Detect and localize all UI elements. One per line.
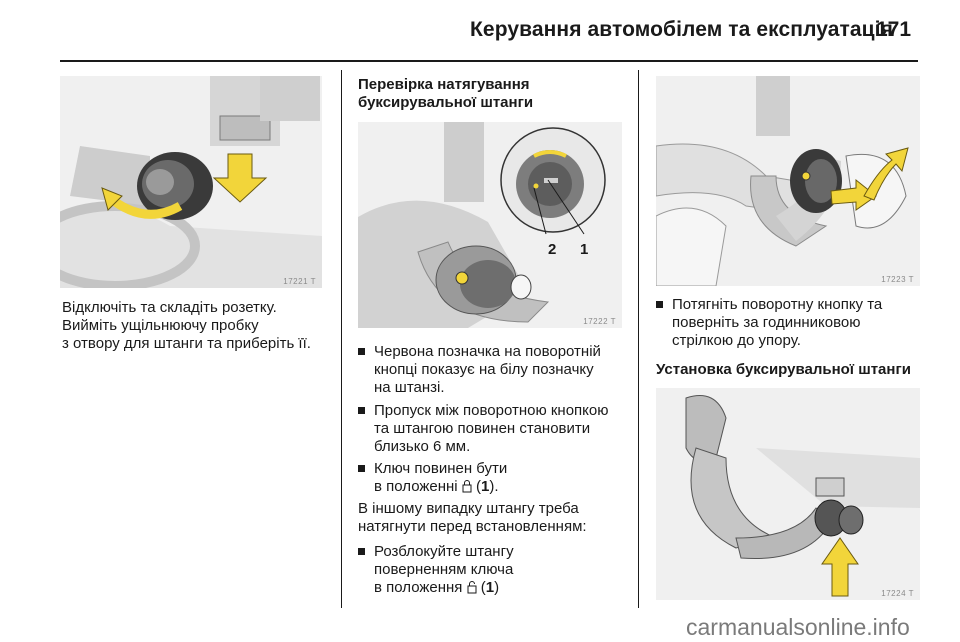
bullet-key-position: Ключ повинен бути в положенні (1). [358, 460, 507, 496]
figure-tension-check: 2 1 17222 T [358, 122, 622, 328]
reference-number: 1 [485, 579, 495, 596]
towbar-knob-illustration: 2 1 [358, 122, 622, 328]
text-line: та штангою повинен становити [374, 420, 591, 437]
lock-closed-icon [462, 480, 472, 493]
reference-open: ( [476, 478, 481, 495]
text-line: кнопці показує на білу позначку [374, 361, 594, 378]
text-line: Вийміть ущільнюючу пробку [62, 317, 259, 334]
reference-open: ( [480, 579, 486, 596]
bullet-red-mark: Червона позначка на поворотній кнопці по… [358, 343, 601, 397]
bullet-pull-and-turn: Потягніть поворотну кнопку та поверніть … [656, 296, 882, 350]
bullet-square-icon [656, 301, 663, 308]
text-line: поверненням ключа [374, 561, 514, 578]
bullet-square-icon [358, 407, 365, 414]
section-heading-tension-check: Перевірка натягування буксирувальної шта… [358, 76, 533, 112]
pull-knob-illustration [656, 76, 920, 286]
figure-number: 17222 T [583, 317, 616, 326]
text-line: в положення (1) [374, 579, 514, 597]
text-line: поверніть за годинниковою [672, 314, 861, 331]
text-line: Червона позначка на поворотній [374, 343, 601, 360]
text-line: з отвору для штанги та приберіть її. [62, 335, 311, 352]
heading-line: буксирувальної штанги [358, 94, 534, 111]
page-number: 171 [876, 18, 912, 41]
install-towbar-illustration [656, 388, 920, 600]
text-line: Ключ повинен бути [374, 460, 508, 477]
bullet-unlock: Розблокуйте штангу поверненням ключа в п… [358, 543, 514, 597]
bullet-square-icon [358, 465, 365, 472]
heading-line: Перевірка натягування [358, 76, 530, 93]
callout-2: 2 [548, 241, 556, 258]
paragraph-otherwise: В іншому випадку штангу треба натягнути … [358, 500, 587, 536]
text-line: на штанзі. [374, 379, 445, 396]
bullet-square-icon [358, 548, 365, 555]
text-fragment: в положенні [374, 478, 458, 495]
lock-open-icon [467, 581, 477, 594]
header-rule [60, 60, 918, 62]
text-line: Пропуск між поворотною кнопкою [374, 402, 609, 419]
text-fragment: в положення [374, 579, 463, 596]
page-header-title: Керування автомобілем та експлуатація [470, 18, 893, 41]
text-line: близько 6 мм. [374, 438, 471, 455]
reference-close: ) [494, 579, 500, 596]
instruction-disconnect-socket: Відключіть та складіть розетку. Вийміть … [62, 299, 311, 353]
text-line: Відключіть та складіть розетку. [62, 299, 277, 316]
bullet-square-icon [358, 348, 365, 355]
socket-illustration [60, 76, 322, 288]
reference-number: 1 [481, 478, 490, 495]
watermark: carmanualsonline.info [686, 614, 910, 640]
text-line: в положенні (1). [374, 478, 507, 496]
figure-number: 17224 T [881, 589, 914, 598]
column-divider-right [638, 70, 639, 608]
text-line: В іншому випадку штангу треба [358, 500, 579, 517]
bullet-gap: Пропуск між поворотною кнопкою та штанго… [358, 402, 609, 456]
reference-close: ). [489, 478, 499, 495]
figure-socket-removal: 17221 T [60, 76, 322, 288]
text-line: стрілкою до упору. [672, 332, 801, 349]
figure-pull-knob: 17223 T [656, 76, 920, 286]
figure-number: 17221 T [283, 277, 316, 286]
callout-1: 1 [580, 241, 588, 258]
text-line: Потягніть поворотну кнопку та [672, 296, 883, 313]
text-line: Розблокуйте штангу [374, 543, 514, 560]
column-divider-left [341, 70, 342, 608]
figure-number: 17223 T [881, 275, 914, 284]
section-heading-install: Установка буксирувальної штанги [656, 361, 911, 378]
text-line: натягнути перед встановленням: [358, 518, 587, 535]
figure-install-towbar: 17224 T [656, 388, 920, 600]
